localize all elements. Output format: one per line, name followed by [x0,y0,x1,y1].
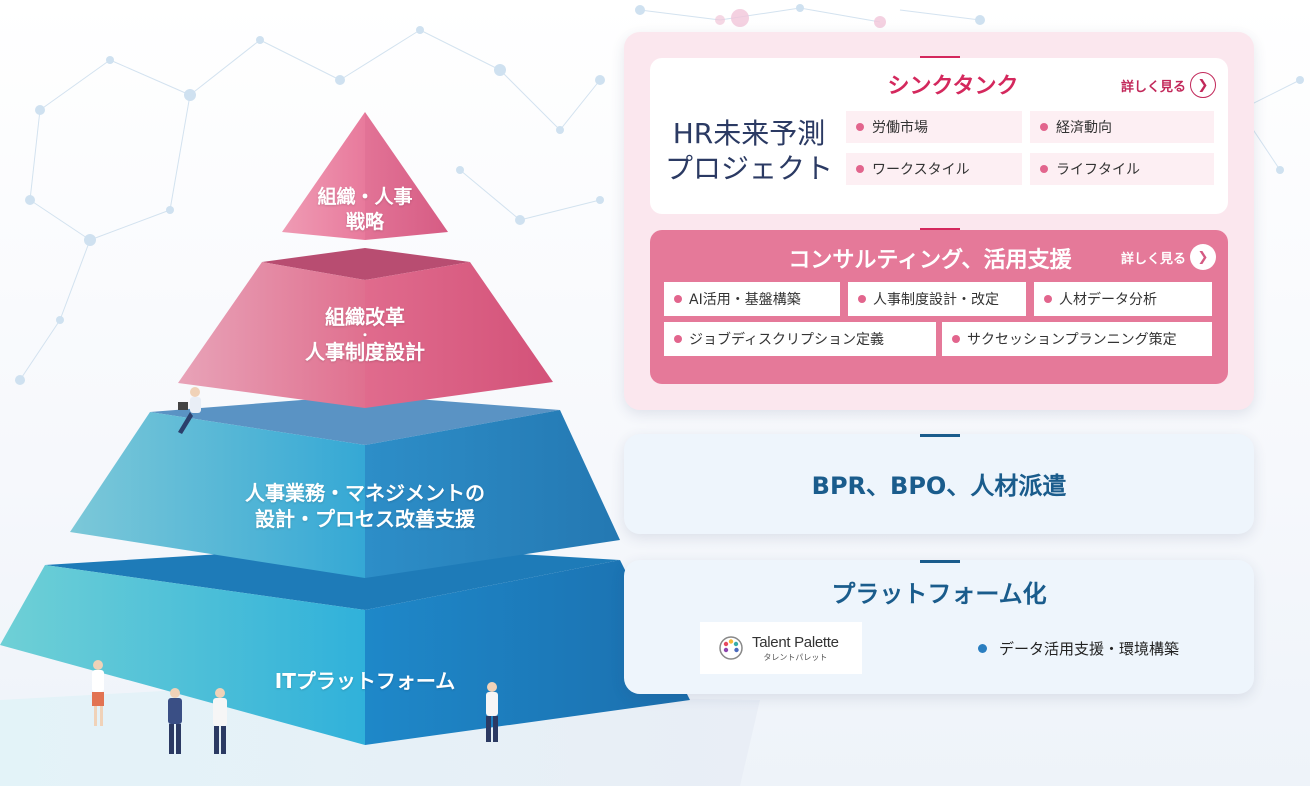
logo-subtext: タレントパレット [763,652,828,662]
tag-label: ライフタイル [1056,162,1140,178]
panel-accent-bar [920,56,960,59]
talent-palette-logo: Talent Palette タレントパレット [700,622,862,674]
tier2-label-line1: 組織改革 [325,305,405,329]
tier2-right-face [365,262,553,408]
more-label: 詳しく見る [1120,251,1186,267]
tier1-left-face [282,112,365,240]
hr-future-project-brand: HR未来予測 プロジェクト [662,116,836,186]
tag-label: 労働市場 [872,120,928,136]
tier2-label-line2: 人事制度設計 [305,340,425,364]
think-tank-card: HR未来予測 プロジェクト シンクタンク 詳しく見る ❯ 労働市場 経済動向 ワ… [650,58,1228,214]
think-tag: ライフタイル [1030,153,1214,185]
think-tank-more-link[interactable]: 詳しく見る ❯ [1121,72,1216,98]
tier4-label: ITプラットフォーム [230,668,500,694]
brand-line2: プロジェクト [664,152,833,185]
bpr-title: BPR、BPO、人材派遣 [811,472,1067,500]
platform-title: プラットフォーム化 [831,580,1047,608]
bpr-panel: BPR、BPO、人材派遣 [624,434,1254,534]
consulting-tag: 人事制度設計・改定 [848,282,1026,316]
tier3-right-face [365,410,620,578]
tag-label: サクセッションプランニング策定 [967,332,1177,348]
person-figure [178,387,201,434]
tier1-label-line1: 組織・人事 [317,186,413,208]
think-tank-consulting-panel: HR未来予測 プロジェクト シンクタンク 詳しく見る ❯ 労働市場 経済動向 ワ… [624,32,1254,410]
think-tag: 経済動向 [1030,111,1214,143]
tag-label: ジョブディスクリプション定義 [689,332,885,348]
tier1-right-face [365,112,448,240]
tier4-left-face [0,565,365,745]
chevron-right-icon: ❯ [1190,72,1216,98]
tag-label: 人材データ分析 [1059,292,1157,308]
tag-label: 経済動向 [1056,120,1112,136]
tier2-top-face [262,248,470,280]
tier3-label: 人事業務・マネジメントの 設計・プロセス改善支援 [200,480,530,532]
more-label: 詳しく見る [1120,79,1186,95]
think-tag: 労働市場 [846,111,1022,143]
panel-accent-bar [920,434,960,437]
tier3-top-face [150,395,560,445]
brand-line1: HR未来予測 [672,117,826,150]
platform-item-label: データ活用支援・環境構築 [999,640,1180,658]
person-figure [168,688,182,754]
tier2-label-dot: ・ [358,328,371,342]
tier4-right-face [365,560,690,745]
tier4-label-text: ITプラットフォーム [274,669,456,693]
consulting-tag: サクセッションプランニング策定 [942,322,1212,356]
consulting-card: コンサルティング、活用支援 詳しく見る ❯ AI活用・基盤構築 人事制度設計・改… [650,230,1228,384]
think-tag: ワークスタイル [846,153,1022,185]
tier3-left-face [70,412,365,578]
consulting-tag: AI活用・基盤構築 [664,282,840,316]
tier3-label-line2: 設計・プロセス改善支援 [255,507,475,531]
tier1-label-line2: 戦略 [345,210,384,233]
logo-text: Talent Palette [752,633,839,651]
platform-item: データ活用支援・環境構築 [978,638,1179,659]
tier3-label-line1: 人事業務・マネジメントの [245,481,485,505]
tag-label: ワークスタイル [872,162,970,178]
panel-accent-bar [920,228,960,231]
bullet-dot [978,644,987,653]
consulting-tag: ジョブディスクリプション定義 [664,322,936,356]
person-figure [92,660,104,726]
tag-label: 人事制度設計・改定 [873,292,999,308]
consulting-title: コンサルティング、活用支援 [788,248,1072,273]
person-figure [213,688,227,754]
person-figure [486,682,498,742]
palette-icon [719,636,743,660]
chevron-right-icon: ❯ [1190,244,1216,270]
platform-panel: プラットフォーム化 Talent Palette タレントパレット データ活用支… [624,560,1254,694]
think-tank-title: シンクタンク [887,74,1019,99]
panel-accent-bar [920,560,960,563]
tier2-label: 組織改革 ・ 人事制度設計 [270,306,460,364]
tier2-left-face [178,262,365,408]
consulting-tag: 人材データ分析 [1034,282,1212,316]
tag-label: AI活用・基盤構築 [689,292,801,308]
tier1-label: 組織・人事 戦略 [300,185,430,234]
consulting-more-link[interactable]: 詳しく見る ❯ [1121,244,1216,270]
